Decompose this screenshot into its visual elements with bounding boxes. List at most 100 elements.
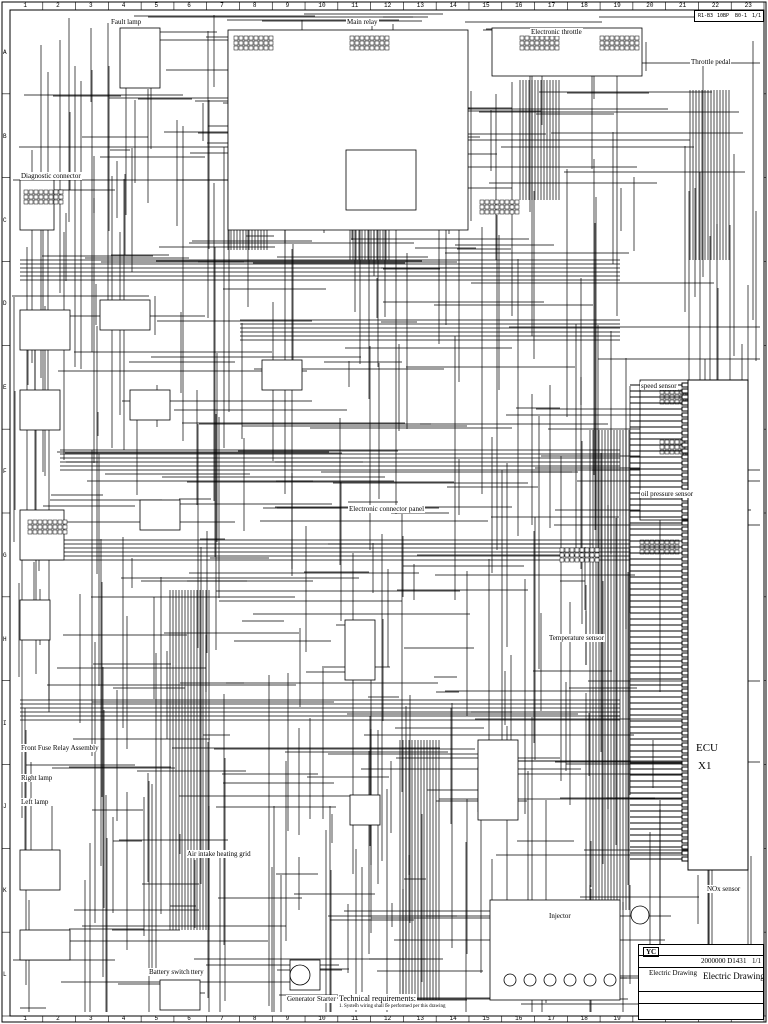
zone-column-label: 11 <box>351 1015 359 1022</box>
ecu-pin <box>681 424 689 430</box>
connector-pin <box>268 45 274 51</box>
connector-pin <box>674 539 680 545</box>
zone-column-label: 3 <box>88 1015 93 1022</box>
ecu-pin <box>681 622 689 628</box>
connector-pin <box>42 524 48 530</box>
connector-pin <box>599 45 605 51</box>
connector-pin <box>33 194 39 200</box>
ecu-pin <box>681 454 689 460</box>
connector-pin <box>354 40 360 46</box>
zone-column-label: 18 <box>580 1015 588 1022</box>
connector-pin <box>604 40 610 46</box>
ecu-pin <box>681 400 689 406</box>
connector-pin <box>674 549 680 555</box>
ecu-pin <box>681 568 689 574</box>
connector-pin <box>624 40 630 46</box>
connector-pin <box>504 209 510 215</box>
connector-pin <box>674 449 680 455</box>
connector-pin <box>649 539 655 545</box>
zone-column-label: 1 <box>23 1015 27 1022</box>
ecu-pin <box>681 796 689 802</box>
connector-pin <box>379 45 385 51</box>
connector-pin <box>374 45 380 51</box>
connector-pin <box>589 557 595 563</box>
connector-pin <box>27 524 33 530</box>
label-main-relay: Main relay <box>346 18 379 26</box>
connector-pin <box>654 549 660 555</box>
ecu-pin <box>681 652 689 658</box>
ecu-pin <box>681 754 689 760</box>
component-box <box>129 389 171 421</box>
zone-column-label: 15 <box>482 2 490 9</box>
zone-row-label: L <box>3 971 7 979</box>
ecu-pin <box>681 856 689 862</box>
component-box <box>19 599 51 641</box>
connector-pin <box>674 399 680 405</box>
connector-pin <box>579 552 585 558</box>
rev-sheet: B0-1 <box>735 13 748 19</box>
connector-pin <box>484 199 490 205</box>
connector-pin <box>253 45 259 51</box>
zone-row-label: A <box>3 48 7 56</box>
connector-pin <box>629 35 635 41</box>
connector-pin <box>649 549 655 555</box>
zone-column-label: 19 <box>613 1015 621 1022</box>
zone-column-label: 16 <box>515 2 523 9</box>
ecu-pin <box>681 766 689 772</box>
connector-pin <box>243 40 249 46</box>
connector-pin <box>374 40 380 46</box>
connector-pin <box>248 40 254 46</box>
connector-pin <box>52 524 58 530</box>
component-box <box>19 509 65 561</box>
ecu-pin <box>681 418 689 424</box>
ecu-pin <box>681 574 689 580</box>
ecu-pin <box>681 508 689 514</box>
connector-pin <box>349 40 355 46</box>
connector-pin <box>594 552 600 558</box>
connector-pin <box>584 547 590 553</box>
connector-pin <box>479 199 485 205</box>
zone-column-label: 2 <box>56 1015 60 1022</box>
connector-pin <box>384 35 390 41</box>
label-diagnostic-connector: Diagnostic connector <box>20 172 82 180</box>
connector-pin <box>509 199 515 205</box>
connector-pin <box>58 194 64 200</box>
ecu-pin <box>681 520 689 526</box>
connector-pin <box>243 45 249 51</box>
zone-column-label: 20 <box>646 2 654 9</box>
connector-pin <box>669 439 675 445</box>
ecu-pin <box>681 664 689 670</box>
ecu-pin <box>681 658 689 664</box>
connector-pin <box>664 444 670 450</box>
connector-pin <box>23 199 29 205</box>
title-drawing-no: 2000000 D143 <box>701 957 743 965</box>
zone-row-label: B <box>3 132 7 140</box>
rev-value: R1-B3 <box>698 13 714 19</box>
connector-pin <box>263 45 269 51</box>
connector-pin <box>42 529 48 535</box>
connector-pin <box>669 389 675 395</box>
connector-pin <box>534 40 540 46</box>
connector-pin <box>384 45 390 51</box>
connector-pin <box>43 189 49 195</box>
connector-pin <box>624 35 630 41</box>
connector-pin <box>674 444 680 450</box>
ecu-pin <box>681 706 689 712</box>
zone-column-label: 15 <box>482 1015 490 1022</box>
component-box <box>99 299 151 331</box>
connector-pin <box>23 189 29 195</box>
connector-pin <box>669 539 675 545</box>
connector-pin <box>258 45 264 51</box>
ecu-pin <box>681 460 689 466</box>
ecu-pin <box>681 586 689 592</box>
label-nox-sensor: NOx sensor <box>706 885 742 893</box>
ecu-pin <box>681 760 689 766</box>
label-temperature-sensor: Temperature sensor <box>548 634 605 642</box>
connector-pin <box>629 45 635 51</box>
zone-column-label: 10 <box>318 2 326 9</box>
motor-symbol <box>630 905 650 925</box>
connector-pin <box>569 547 575 553</box>
connector-pin <box>524 35 530 41</box>
connector-pin <box>489 199 495 205</box>
ecu-pin <box>681 844 689 850</box>
